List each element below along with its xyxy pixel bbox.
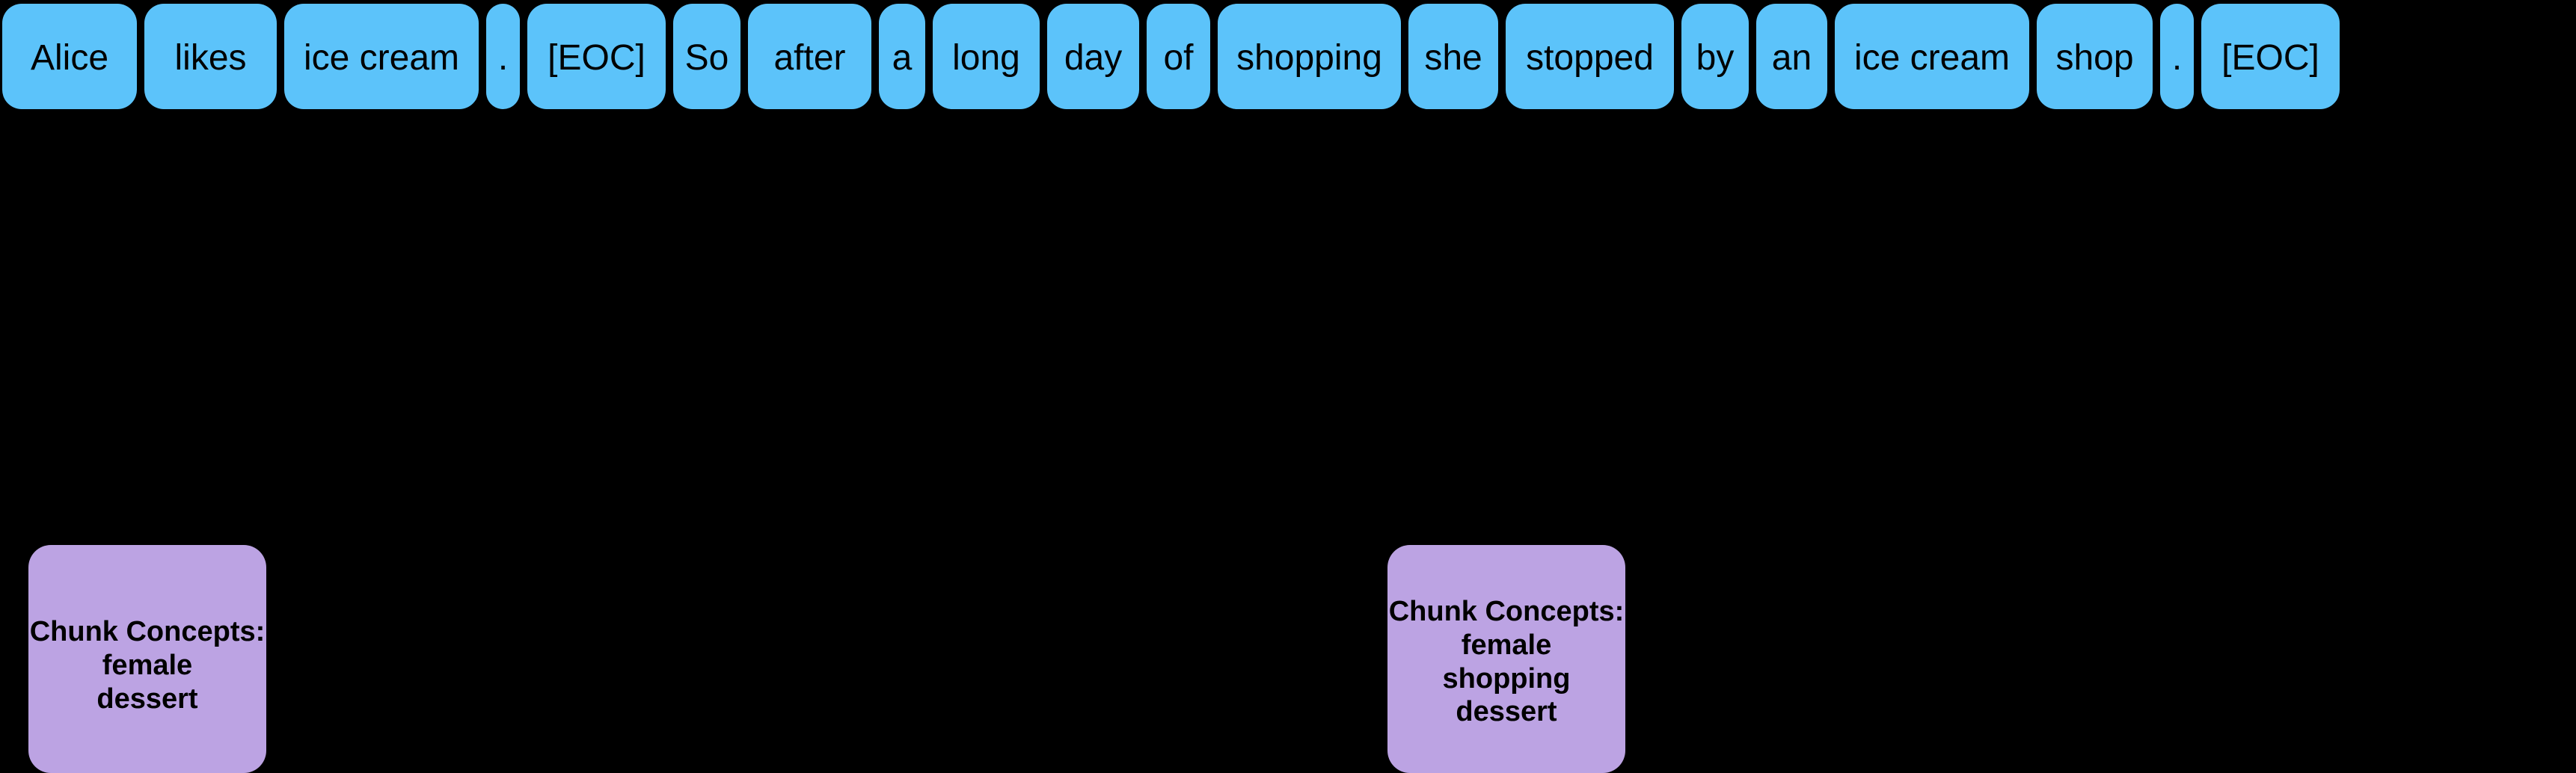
token-label: ice cream [303,37,460,78]
token-label: shopping [1236,37,1382,78]
token-box: ice cream [1835,4,2029,109]
token-box: ice cream [284,4,479,109]
token-label: So [684,37,729,78]
token-label: a [892,37,913,78]
token-label: shop [2055,37,2134,78]
chunk-concept-item: female [102,650,193,682]
token-box: . [486,4,520,109]
token-label: likes [174,37,247,78]
token-label: an [1771,37,1812,78]
token-box: So [673,4,740,109]
chunk-concepts-title: Chunk Concepts: [1388,595,1625,627]
token-box: Alice [2,4,137,109]
chunk-concept-item: female [1461,629,1552,661]
token-label: . [2171,37,2183,78]
chunk-concept-item: dessert [1456,696,1557,728]
token-label: [EOC] [548,37,645,78]
token-box: stopped [1506,4,1674,109]
token-box: a [879,4,925,109]
token-box: [EOC] [527,4,666,109]
token-box: shop [2037,4,2153,109]
chunk-concepts-title: Chunk Concepts: [29,616,266,648]
token-box: by [1681,4,1749,109]
token-label: . [497,37,509,78]
token-label: day [1064,37,1123,78]
token-box: long [933,4,1040,109]
token-label: ice cream [1853,37,2011,78]
token-box: of [1147,4,1210,109]
token-label: after [773,37,846,78]
token-box: [EOC] [2201,4,2340,109]
token-label: [EOC] [2221,37,2319,78]
token-box: . [2160,4,2194,109]
token-box: she [1408,4,1498,109]
chunk-concept-item: dessert [96,683,198,715]
chunk-concept-item: shopping [1442,662,1571,695]
token-box: day [1047,4,1139,109]
token-label: long [952,37,1020,78]
token-box: an [1756,4,1827,109]
token-box: likes [144,4,277,109]
token-box: shopping [1218,4,1401,109]
token-label: she [1424,37,1482,78]
token-label: of [1163,37,1194,78]
token-label: stopped [1526,37,1654,78]
token-label: Alice [30,37,109,78]
token-label: by [1696,37,1735,78]
token-box: after [748,4,871,109]
